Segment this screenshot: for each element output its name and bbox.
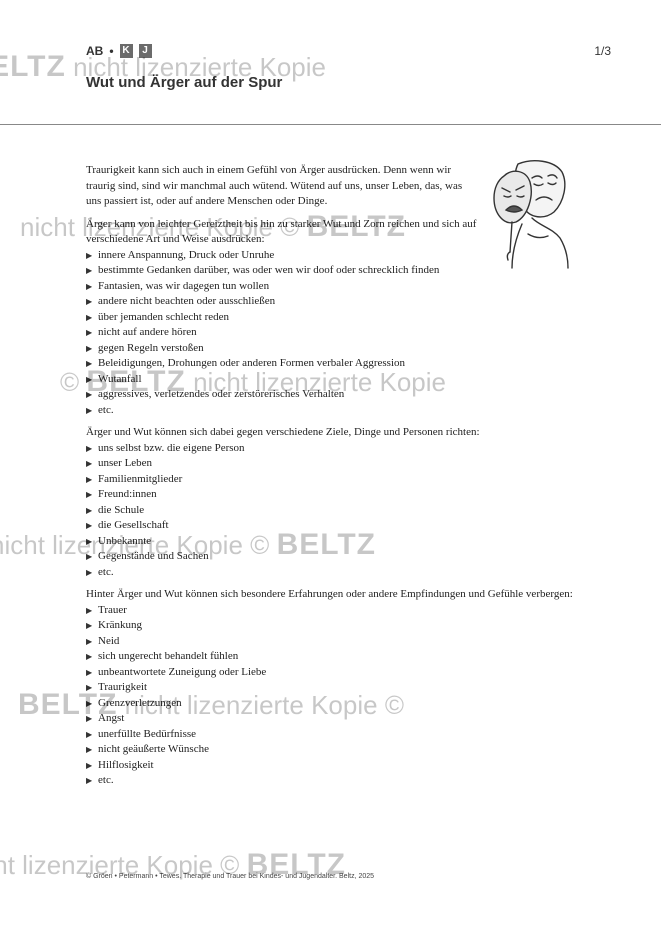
list-item: die Schule [86,503,606,519]
theatre-mask-illustration [493,160,569,269]
list-item: innere Anspannung, Druck oder Unruhe [86,248,606,264]
list-item: etc. [86,403,606,419]
list-item: Wutanfall [86,372,606,388]
list-item: Fantasien, was wir dagegen tun wollen [86,279,606,295]
list-item: über jemanden schlecht reden [86,310,606,326]
list-item: Beleidigungen, Drohungen oder anderen Fo… [86,356,606,372]
level-badge-k: K [119,44,133,58]
list-item: Angst [86,711,606,727]
list-item: gegen Regeln verstoßen [86,341,606,357]
list-item: Grenzverletzungen [86,696,606,712]
list-item: Hilflosigkeit [86,758,606,774]
list-item: unerfüllte Bedürfnisse [86,727,606,743]
header-divider [0,124,661,125]
page-title: Wut und Ärger auf der Spur [86,74,283,91]
bullet-list: innere Anspannung, Druck oder Unruhe bes… [86,248,606,419]
section-lead: Ärger kann von leichter Gereiztheit bis … [86,217,477,246]
list-item: Kränkung [86,618,606,634]
list-item: Unbekannte [86,534,606,550]
intro-paragraph: Traurigkeit kann sich auch in einem Gefü… [86,164,463,207]
beltz-logo: BELTZ [0,50,66,83]
list-item: bestimmte Gedanken darüber, was oder wen… [86,263,606,279]
list-item: uns selbst bzw. die eigene Person [86,441,606,457]
list-item: nicht auf andere hören [86,325,606,341]
list-item: Freund:innen [86,487,606,503]
bullet-list: Trauer Kränkung Neid sich ungerecht beha… [86,603,606,789]
list-item: Trauer [86,603,606,619]
section-lead: Ärger und Wut können sich dabei gegen ve… [86,426,480,438]
list-item: Traurigkeit [86,680,606,696]
section-lead: Hinter Ärger und Wut können sich besonde… [86,588,573,600]
copyright-footer: © Gröen • Petermann • Tewes. Therapie un… [86,873,375,880]
bullet-separator: • [109,44,114,58]
worksheet-type: AB [86,44,104,58]
list-item: unser Leben [86,456,606,472]
list-item: Familienmitglieder [86,472,606,488]
list-item: andere nicht beachten oder ausschließen [86,294,606,310]
list-item: sich ungerecht behandelt fühlen [86,649,606,665]
page-header: AB • K J Wut und Ärger auf der Spur 1/3 [86,44,611,94]
list-item: Gegenstände und Sachen [86,549,606,565]
section-targets: Ärger und Wut können sich dabei gegen ve… [86,425,606,580]
list-item: Neid [86,634,606,650]
section-expressions: Ärger kann von leichter Gereiztheit bis … [86,217,606,419]
list-item: etc. [86,773,606,789]
list-item: unbeantwortete Zuneigung oder Liebe [86,665,606,681]
document-body: Traurigkeit kann sich auch in einem Gefü… [86,163,606,789]
level-badge-j: J [138,44,152,58]
list-item: etc. [86,565,606,581]
list-item: die Gesellschaft [86,518,606,534]
list-item: aggressives, verletzendes oder zerstörer… [86,387,606,403]
page-number: 1/3 [594,44,611,58]
list-item: nicht geäußerte Wünsche [86,742,606,758]
bullet-list: uns selbst bzw. die eigene Person unser … [86,441,606,581]
worksheet-tag: AB • K J [86,44,152,58]
section-hidden-feelings: Hinter Ärger und Wut können sich besonde… [86,587,606,789]
watermark-copyright-symbol: © [60,367,80,397]
